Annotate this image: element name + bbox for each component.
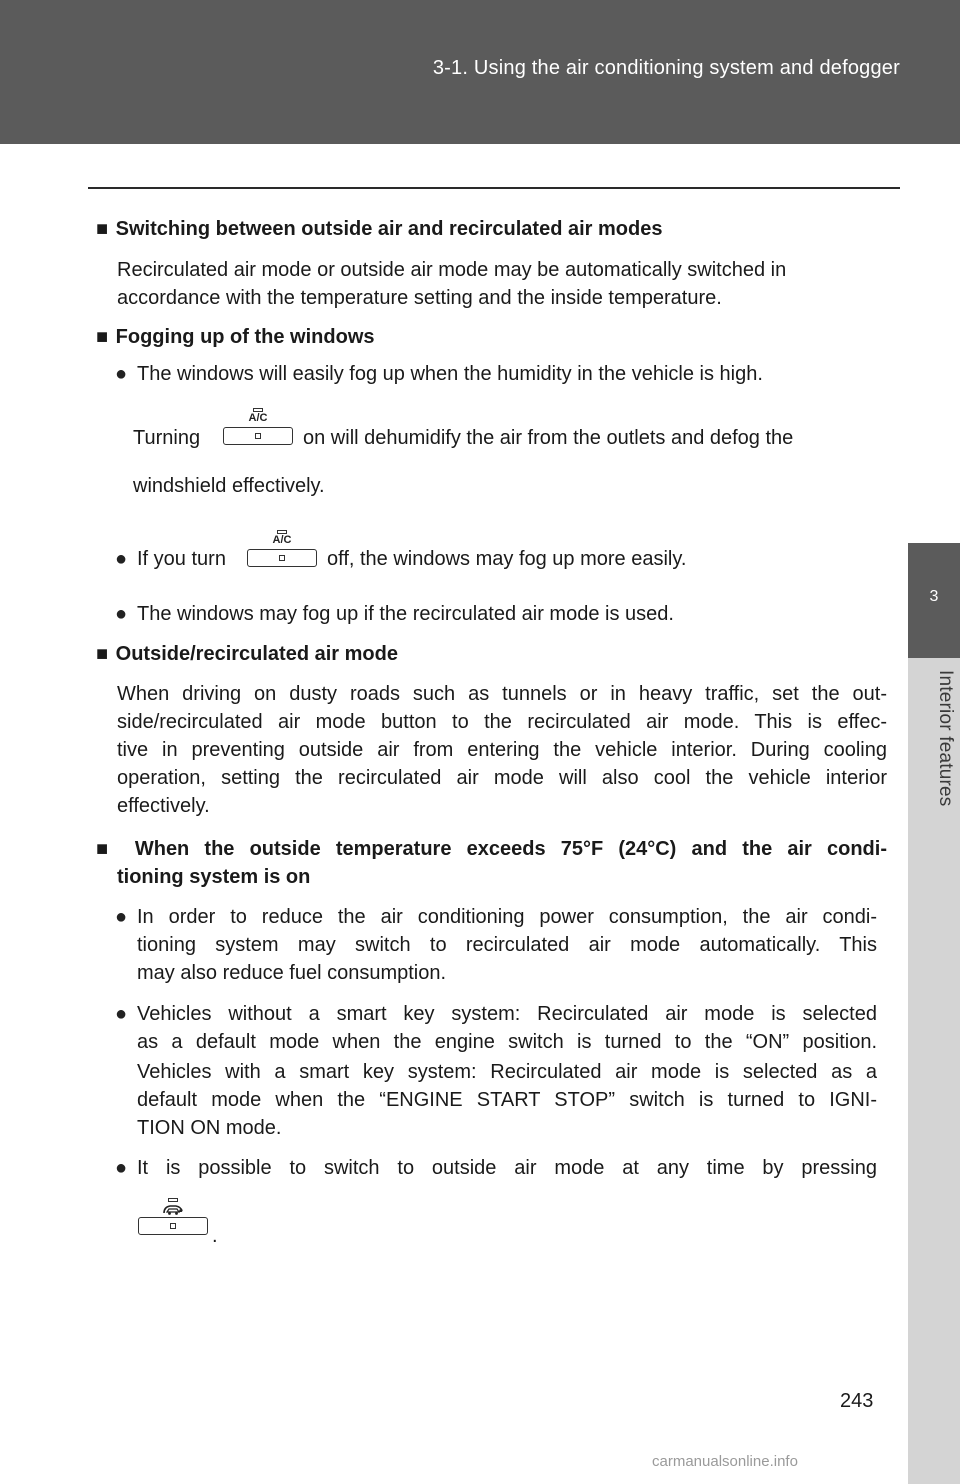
square-bullet-icon: ■ xyxy=(96,838,118,860)
bullet-line: tioning system may switch to recirculate… xyxy=(137,934,877,956)
bullet-line: Vehicles without a smart key system: Rec… xyxy=(137,1003,877,1025)
bullet-line: Vehicles with a smart key system: Recirc… xyxy=(137,1061,877,1083)
circle-bullet-icon: ● xyxy=(115,548,128,570)
heading-switching: ■ Switching between outside air and reci… xyxy=(96,215,662,243)
bullet-line: as a default mode when the engine switch… xyxy=(137,1031,877,1053)
heading-text-line2: tioning system is on xyxy=(117,866,311,888)
chapter-tab xyxy=(908,543,960,658)
paragraph-line: Recirculated air mode or outside air mod… xyxy=(117,259,787,281)
indicator-tick xyxy=(277,530,287,534)
square-bullet-icon: ■ xyxy=(96,326,109,348)
bullet-line: default mode when the “ENGINE START STOP… xyxy=(137,1089,877,1111)
bullet-line: The windows will easily fog up when the … xyxy=(137,363,763,385)
bullet-line: If you turn xyxy=(137,548,226,570)
heading-fogging: ■ Fogging up of the windows xyxy=(96,323,375,351)
watermark: carmanualsonline.info xyxy=(652,1453,798,1470)
circle-bullet-icon: ● xyxy=(115,1157,128,1179)
chapter-label: Interior features xyxy=(935,670,956,807)
square-bullet-icon: ■ xyxy=(96,643,109,665)
section-title: 3-1. Using the air conditioning system a… xyxy=(432,57,900,79)
bullet-line: TION ON mode. xyxy=(137,1117,282,1139)
top-rule xyxy=(88,187,900,189)
paragraph-line: operation, setting the recirculated air … xyxy=(117,767,887,789)
recirculate-car-icon xyxy=(163,1205,183,1215)
indicator-dot xyxy=(279,555,285,561)
heading-text: When the outside temperature exceeds 75°… xyxy=(134,838,887,860)
bullet-line: Turning xyxy=(133,427,201,449)
circle-bullet-icon: ● xyxy=(115,906,128,928)
chapter-band xyxy=(908,658,960,1484)
square-bullet-icon: ■ xyxy=(96,218,109,240)
ac-button-icon: A/C xyxy=(223,408,293,446)
circle-bullet-icon: ● xyxy=(115,363,128,385)
period-text: . xyxy=(212,1225,218,1247)
circle-bullet-icon: ● xyxy=(115,1003,128,1025)
recirculate-button-icon xyxy=(138,1198,208,1236)
page-number: 243 xyxy=(840,1390,874,1412)
chapter-number: 3 xyxy=(929,588,939,605)
paragraph-line: effectively. xyxy=(117,795,210,817)
heading-text: Switching between outside air and recirc… xyxy=(115,218,663,240)
paragraph-line: tive in preventing outside air from ente… xyxy=(117,739,887,761)
indicator-dot xyxy=(255,433,261,439)
bullet-line: may also reduce fuel consumption. xyxy=(137,962,447,984)
bullet-line: on will dehumidify the air from the outl… xyxy=(303,427,794,449)
indicator-tick xyxy=(253,408,263,412)
paragraph-line: accordance with the temperature setting … xyxy=(117,287,722,309)
bullet-line: It is possible to switch to outside air … xyxy=(137,1157,877,1179)
header-band xyxy=(0,0,960,144)
heading-mode: ■ Outside/recirculated air mode xyxy=(96,640,398,668)
circle-bullet-icon: ● xyxy=(115,603,128,625)
heading-temperature: ■ When the outside temperature exceeds 7… xyxy=(96,835,887,863)
button-bar xyxy=(223,427,293,445)
bullet-line: The windows may fog up if the recirculat… xyxy=(137,603,674,625)
paragraph-line: side/recirculated air mode button to the… xyxy=(117,711,887,733)
heading-text: Outside/recirculated air mode xyxy=(115,643,398,665)
ac-label: A/C xyxy=(272,534,292,546)
button-bar xyxy=(247,549,317,567)
ac-button-icon: A/C xyxy=(247,530,317,568)
ac-label: A/C xyxy=(248,412,268,424)
paragraph-line: When driving on dusty roads such as tunn… xyxy=(117,683,887,705)
bullet-line: windshield effectively. xyxy=(133,475,325,497)
bullet-line: off, the windows may fog up more easily. xyxy=(327,548,687,570)
indicator-dot xyxy=(170,1223,176,1229)
indicator-tick xyxy=(168,1198,178,1202)
bullet-line: In order to reduce the air conditioning … xyxy=(137,906,877,928)
button-bar xyxy=(138,1217,208,1235)
heading-text: Fogging up of the windows xyxy=(115,326,375,348)
